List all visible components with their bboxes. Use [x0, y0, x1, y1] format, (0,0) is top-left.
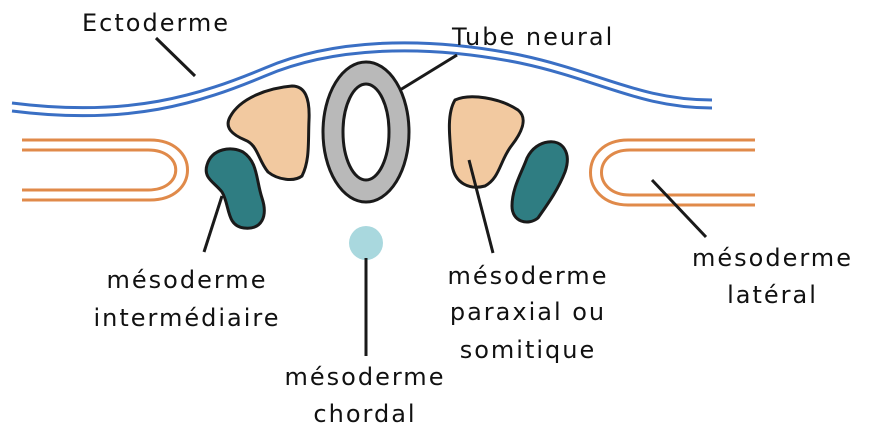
label-mesoderme-paraxial-1: mésoderme [418, 261, 638, 291]
label-mesoderme-paraxial-2: paraxial ou [418, 297, 638, 327]
notochord [349, 226, 383, 260]
label-mesoderme-intermediaire-1: mésoderme [82, 265, 292, 295]
leader-tube-neural [400, 55, 457, 90]
neural-tube-lumen [343, 84, 389, 180]
leader-lateral [652, 180, 706, 237]
label-mesoderme-intermediaire-2: intermédiaire [82, 303, 292, 333]
label-mesoderme-lateral-1: mésoderme [675, 243, 870, 273]
leader-ectoderme [156, 38, 195, 76]
label-ectoderme: Ectoderme [82, 8, 230, 38]
paraxial-mesoderm-right [449, 97, 523, 187]
label-mesoderme-paraxial-3: somitique [418, 335, 638, 365]
leader-intermediaire [204, 196, 222, 252]
lateral-mesoderm-right [591, 140, 756, 205]
label-mesoderme-chordal-2: chordal [265, 399, 465, 429]
lateral-mesoderm-left [22, 140, 188, 200]
label-mesoderme-lateral-2: latéral [675, 280, 870, 310]
intermediate-mesoderm-right [512, 142, 567, 222]
label-tube-neural: Tube neural [452, 22, 614, 52]
label-mesoderme-chordal-1: mésoderme [265, 362, 465, 392]
